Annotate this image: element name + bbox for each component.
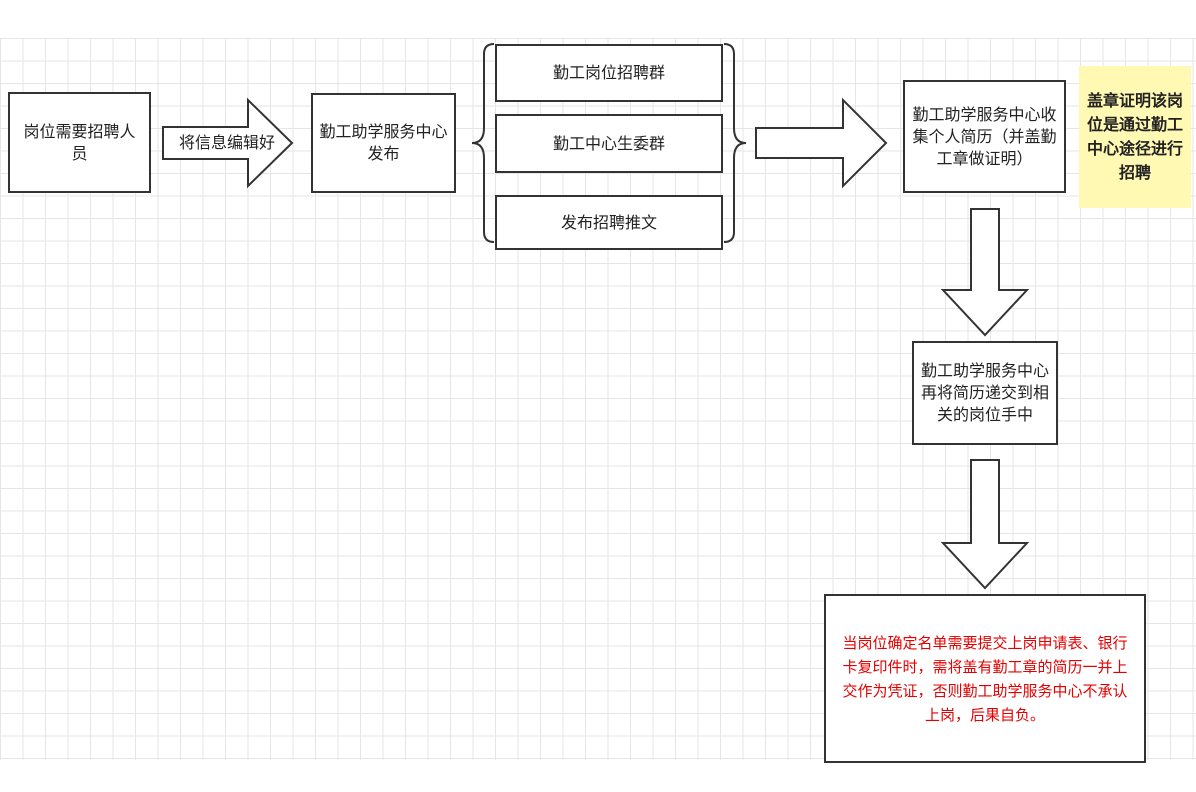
- step-collect-resumes: 勤工助学服务中心收集个人简历（并盖勤工章做证明）: [903, 80, 1066, 193]
- step-deliver-resumes: 勤工助学服务中心再将简历递交到相关的岗位手中: [912, 341, 1058, 445]
- brace-left: [471, 43, 495, 243]
- brace-right: [723, 43, 747, 243]
- arrow-label: 将信息编辑好: [178, 133, 275, 152]
- channel-text: 勤工中心生委群: [552, 133, 665, 153]
- channel-committee-group: 勤工中心生委群: [495, 114, 723, 173]
- arrow-down: [940, 459, 1030, 590]
- warning-text: 当岗位确定名单需要提交上岗申请表、银行卡复印件时，需将盖有勤工章的简历一并上交作…: [842, 633, 1128, 724]
- arrow-down: [940, 208, 1030, 337]
- step-text: 岗位需要招聘人员: [23, 121, 136, 163]
- arrow-right: [755, 97, 888, 189]
- channel-text: 发布招聘推文: [560, 212, 657, 232]
- step-post-needs-hiring: 岗位需要招聘人员: [8, 92, 151, 193]
- step-text: 勤工助学服务中心发布: [319, 122, 448, 163]
- channel-recruit-article: 发布招聘推文: [495, 195, 723, 250]
- step-text: 勤工助学服务中心再将简历递交到相关的岗位手中: [920, 361, 1049, 424]
- channel-text: 勤工岗位招聘群: [552, 63, 665, 82]
- arrow-right-labeled: [162, 97, 294, 189]
- warning-box: 当岗位确定名单需要提交上岗申请表、银行卡复印件时，需将盖有勤工章的简历一并上交作…: [824, 594, 1146, 763]
- step-text: 勤工助学服务中心收集个人简历（并盖勤工章做证明）: [912, 104, 1057, 168]
- sticky-note: 盖章证明该岗位是通过勤工中心途径进行招聘: [1079, 66, 1191, 208]
- step-center-publish: 勤工助学服务中心发布: [311, 93, 456, 193]
- note-text: 盖章证明该岗位是通过勤工中心途径进行招聘: [1087, 91, 1184, 182]
- channel-recruit-group: 勤工岗位招聘群: [495, 44, 723, 102]
